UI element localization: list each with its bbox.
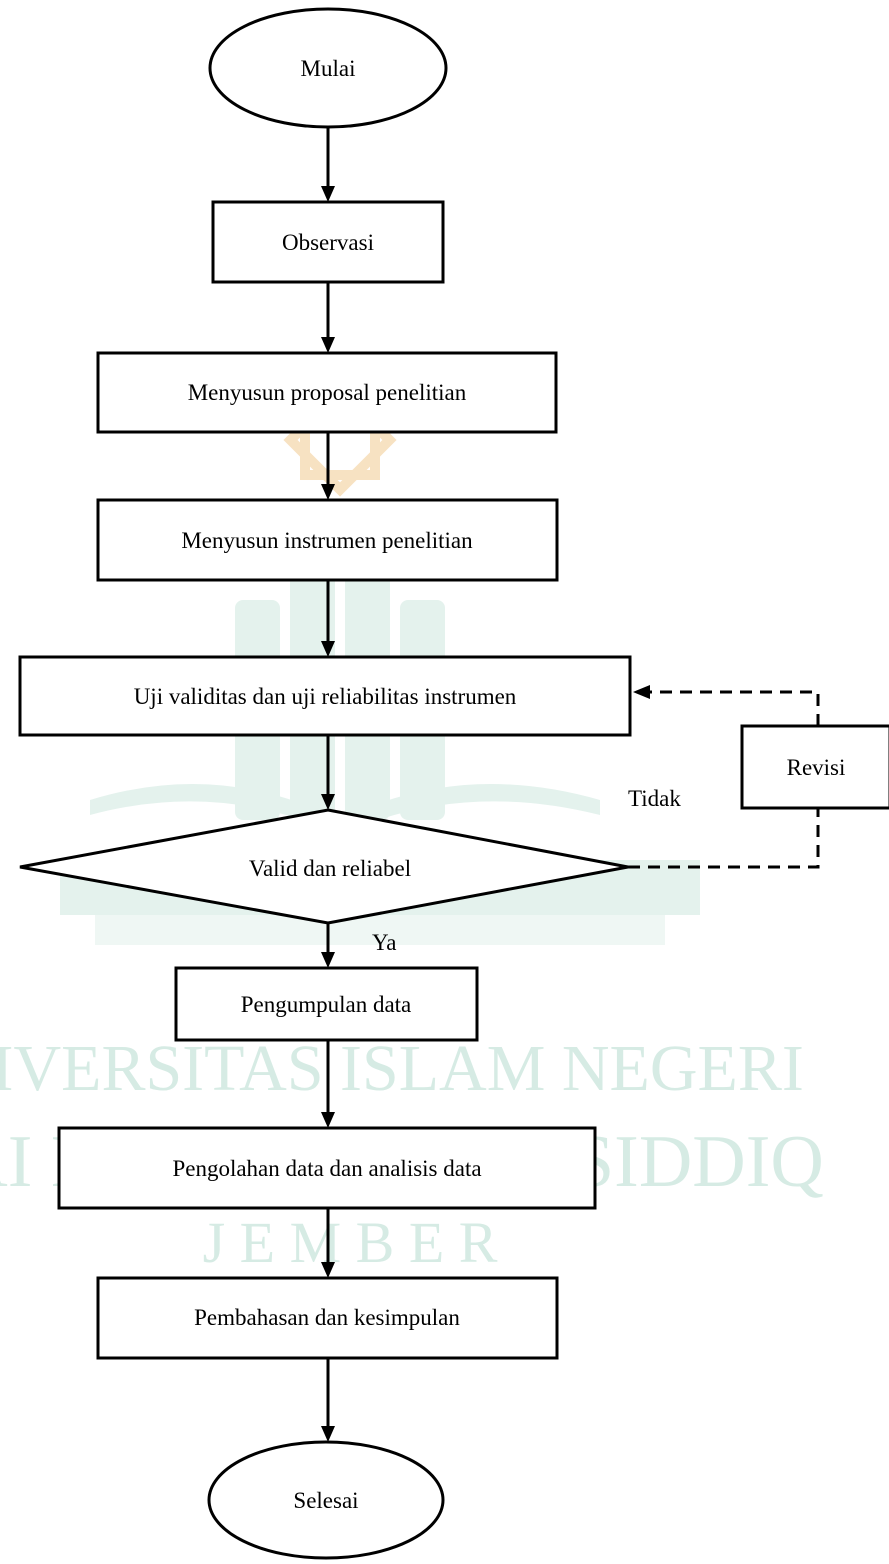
node-decision-label: Valid dan reliabel — [249, 856, 411, 881]
node-start-label: Mulai — [301, 56, 356, 81]
node-start: Mulai — [208, 7, 448, 129]
node-pengumpulan-label: Pengumpulan data — [241, 992, 412, 1017]
arrowhead-icon — [321, 186, 335, 202]
connectors — [321, 127, 820, 1442]
edge-label-tidak: Tidak — [628, 786, 681, 811]
node-pengumpulan: Pengumpulan data — [174, 966, 479, 1042]
arrowhead-icon — [633, 685, 650, 699]
arrowhead-icon — [321, 1112, 335, 1128]
arrowhead-icon — [321, 337, 335, 353]
node-revisi-label: Revisi — [787, 755, 846, 780]
watermark-city-line: J E M B E R — [203, 1210, 498, 1275]
arrowhead-icon — [321, 1262, 335, 1278]
node-proposal: Menyusun proposal penelitian — [96, 351, 558, 434]
arrow-decision-to-revisi — [628, 808, 820, 869]
node-instrumen: Menyusun instrumen penelitian — [96, 498, 559, 582]
node-proposal-label: Menyusun proposal penelitian — [188, 380, 467, 405]
node-instrumen-label: Menyusun instrumen penelitian — [181, 528, 473, 553]
node-decision: Valid dan reliabel — [19, 808, 629, 925]
watermark-university-line: UNIVERSITAS ISLAM NEGERI — [0, 1032, 804, 1105]
node-observasi-label: Observasi — [282, 230, 374, 255]
node-pengolahan-label: Pengolahan data dan analisis data — [172, 1156, 481, 1181]
arrowhead-icon — [321, 484, 335, 500]
arrowhead-icon — [321, 952, 335, 968]
node-observasi: Observasi — [211, 200, 445, 284]
node-uji: Uji validitas dan uji reliabilitas instr… — [18, 655, 632, 737]
node-end-label: Selesai — [293, 1488, 358, 1513]
edge-label-ya: Ya — [372, 930, 397, 955]
node-pembahasan: Pembahasan dan kesimpulan — [96, 1276, 559, 1360]
arrowhead-icon — [321, 1426, 335, 1442]
node-end: Selesai — [207, 1440, 445, 1560]
node-pengolahan: Pengolahan data dan analisis data — [57, 1126, 597, 1210]
node-revisi: Revisi — [740, 724, 889, 810]
arrowhead-icon — [321, 794, 335, 810]
arrowhead-icon — [321, 641, 335, 657]
arrow-revisi-to-uji — [648, 690, 820, 726]
node-pembahasan-label: Pembahasan dan kesimpulan — [194, 1305, 460, 1330]
node-uji-label: Uji validitas dan uji reliabilitas instr… — [134, 684, 517, 709]
